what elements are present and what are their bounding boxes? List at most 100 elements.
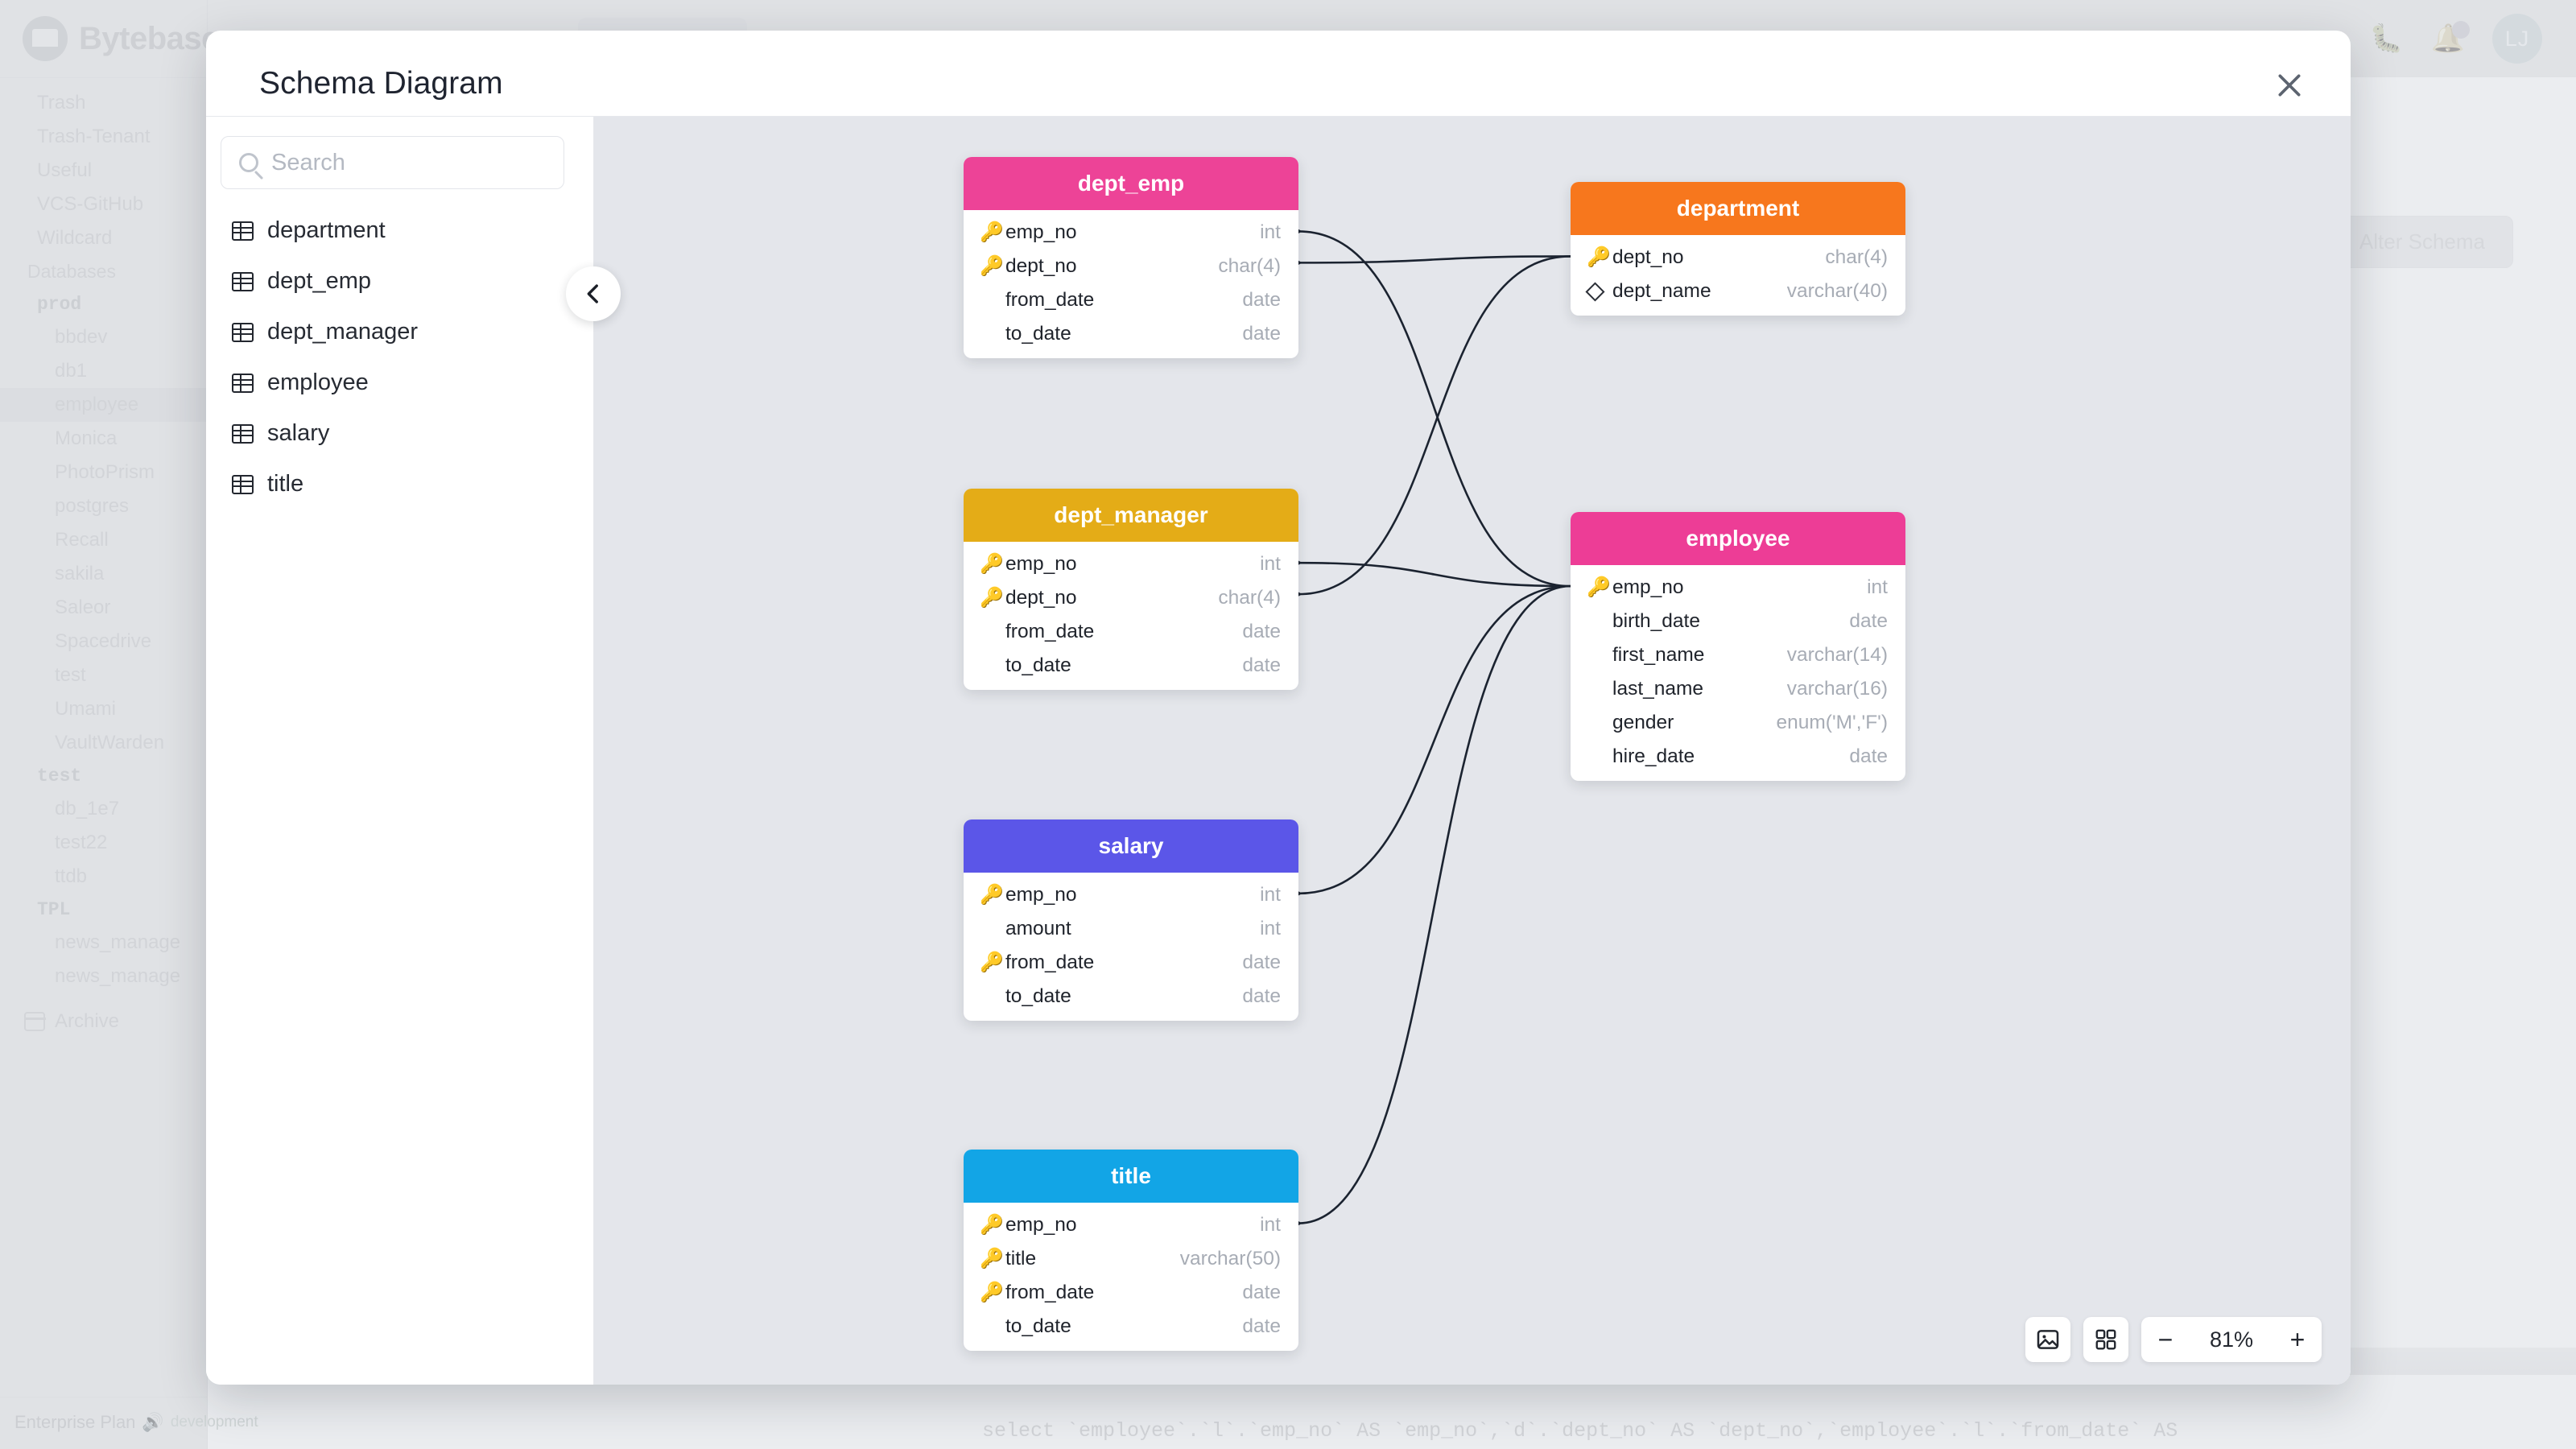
sidebar-item-test22[interactable]: test22 (55, 832, 108, 853)
export-image-icon[interactable] (2025, 1317, 2070, 1362)
primary-key-icon: 🔑 (1587, 576, 1611, 598)
table-icon (232, 322, 254, 342)
collapse-panel-button[interactable] (566, 266, 621, 321)
sidebar-item-sakila[interactable]: sakila (55, 563, 105, 584)
unique-index-icon (1585, 281, 1612, 302)
close-icon[interactable] (2270, 66, 2309, 105)
app-logo[interactable]: Bytebase (0, 0, 219, 77)
primary-key-icon: 🔑 (1587, 246, 1611, 268)
search-icon (239, 153, 258, 172)
alter-schema-button[interactable]: Alter Schema (2330, 216, 2513, 268)
column-name: title (1005, 1248, 1037, 1269)
column-type: int (1260, 553, 1281, 575)
sidebar-item-test[interactable]: test (55, 664, 86, 686)
avatar[interactable]: LJ (2492, 14, 2542, 64)
table-node-title: department (1571, 182, 1905, 235)
sidebar-item-trash[interactable]: Trash (37, 92, 86, 114)
table-icon (232, 271, 254, 291)
search-box[interactable] (221, 136, 564, 189)
sidebar-item-news-manage[interactable]: news_manage (55, 965, 181, 987)
table-icon (232, 423, 254, 444)
column-type: varchar(40) (1786, 280, 1888, 302)
sidebar-item-archive[interactable]: Archive (0, 1005, 207, 1038)
sidebar-item-saleor[interactable]: Saleor (55, 597, 111, 618)
sidebar-item-postgres[interactable]: postgres (55, 495, 130, 517)
column-name: dept_no (1005, 255, 1077, 277)
zoom-in-button[interactable]: + (2289, 1324, 2306, 1354)
zoom-out-button[interactable]: − (2157, 1324, 2174, 1354)
sidebar-item-test[interactable]: test (37, 766, 82, 786)
sidebar-item-vaultwarden[interactable]: VaultWarden (55, 732, 165, 753)
table-list-item[interactable]: dept_emp (206, 256, 593, 307)
column-name: dept_name (1612, 280, 1711, 302)
sidebar-footer: Enterprise Plan 🔊 development (0, 1397, 258, 1449)
schema-diagram-modal: Schema Diagram departmentdept_empdept_ma… (206, 31, 2351, 1385)
column-type: date (1242, 654, 1281, 676)
table-list-item[interactable]: department (206, 205, 593, 256)
sidebar-item-news-manage[interactable]: news_manage (55, 931, 181, 953)
sidebar-item-spacedrive[interactable]: Spacedrive (55, 630, 152, 652)
sidebar-item-monica[interactable]: Monica (55, 427, 118, 449)
sidebar-item-useful[interactable]: Useful (37, 159, 93, 181)
table-list-item-label: dept_emp (267, 268, 371, 294)
sidebar-item-db1[interactable]: db1 (55, 360, 88, 382)
bytebase-logo-icon (23, 16, 68, 61)
column-name: birth_date (1612, 610, 1700, 632)
sidebar-item-vcs-github[interactable]: VCS-GitHub (37, 193, 144, 215)
column-name: gender (1612, 712, 1674, 733)
sidebar-item-ttdb[interactable]: ttdb (55, 865, 88, 887)
column-type: int (1260, 884, 1281, 906)
column-name: emp_no (1612, 576, 1684, 598)
column-type: int (1260, 221, 1281, 243)
sidebar-item-wildcard[interactable]: Wildcard (37, 227, 113, 249)
app-topbar: 🐛 🔔 LJ (208, 0, 2576, 77)
table-node-title: salary (964, 819, 1298, 873)
column-name: to_date (1005, 985, 1071, 1007)
bug-icon[interactable]: 🐛 (2369, 23, 2404, 54)
column-type: date (1242, 621, 1281, 642)
auto-layout-icon[interactable] (2083, 1317, 2128, 1362)
sidebar-item-prod[interactable]: prod (37, 294, 82, 315)
bell-icon[interactable]: 🔔 (2431, 21, 2470, 55)
sidebar-item-umami[interactable]: Umami (55, 698, 116, 720)
table-list-item[interactable]: salary (206, 408, 593, 459)
table-list-item[interactable]: dept_manager (206, 307, 593, 357)
sidebar-item-recall[interactable]: Recall (55, 529, 109, 551)
sidebar-item-tpl[interactable]: TPL (37, 899, 71, 920)
zoom-control-group: − 81% + (2141, 1317, 2322, 1362)
table-list-item[interactable]: title (206, 459, 593, 510)
search-input[interactable] (271, 149, 546, 176)
column-type: date (1242, 952, 1281, 973)
sidebar-item-trash-tenant[interactable]: Trash-Tenant (37, 126, 151, 147)
primary-key-icon: 🔑 (980, 884, 1004, 906)
sidebar-item-bbdev[interactable]: bbdev (55, 326, 108, 348)
sidebar-item-db-1e7[interactable]: db_1e7 (55, 798, 120, 819)
table-list-item[interactable]: employee (206, 357, 593, 408)
table-node-title: title (964, 1150, 1298, 1203)
sidebar-item-employee[interactable]: employee (0, 388, 207, 422)
column-type: date (1242, 1282, 1281, 1303)
sidebar-item-photoprism[interactable]: PhotoPrism (55, 461, 155, 483)
column-type: char(4) (1825, 246, 1888, 268)
column-name: from_date (1005, 621, 1095, 642)
table-icon (232, 373, 254, 393)
